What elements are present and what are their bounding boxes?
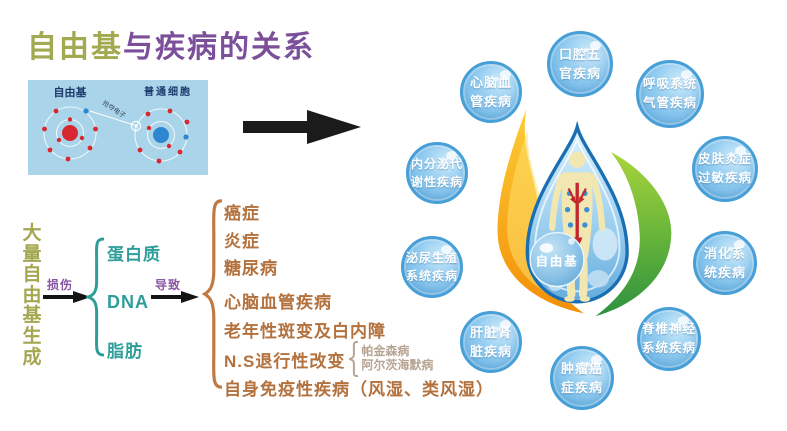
bubble-tumor-cancer: 肿瘤癌 症疾病 [550, 346, 614, 410]
normal-cell-atom [130, 108, 190, 164]
bubble-line: 过敏疾病 [697, 171, 752, 185]
electrons-red [42, 108, 98, 162]
title-free-radical: 自由基 [27, 31, 123, 64]
vertical-char: 量 [22, 243, 42, 265]
bubble-line: 官疾病 [558, 66, 601, 81]
target-protein: 蛋白质 [107, 245, 161, 264]
bubble-line: 肿瘤癌 [560, 360, 603, 376]
electron-transfer-line [89, 110, 135, 126]
bubble-respiratory: 呼吸系统 气管疾病 [636, 60, 704, 128]
vertical-char: 由 [22, 284, 42, 306]
big-right-arrow [243, 110, 361, 144]
bubble-oral: 口腔五 官疾病 [547, 31, 613, 97]
targets-brace [86, 236, 104, 358]
disease-cardio-cerebrovascular: 心脑血管疾病 [224, 293, 332, 312]
damage-label: 损伤 [47, 278, 74, 292]
bubble-line: 脏疾病 [469, 344, 512, 359]
free-radical-label: 自由基 [54, 85, 88, 99]
disease-macular-cataract: 老年性斑变及白内障 [224, 322, 386, 341]
bubble-line: 泌尿生殖 [405, 251, 458, 265]
drop-flame-leaf-graphic: 自由基 [497, 108, 672, 317]
disease-autoimmune: 自身免疫性疾病（风湿、类风湿） [224, 380, 494, 399]
bubble-line: 肝脏肾 [469, 324, 512, 340]
free-radical-atom [42, 106, 98, 162]
blue-nucleus [153, 127, 169, 143]
bubble-highlight [585, 355, 603, 367]
grabbed-electron-marker [130, 120, 142, 132]
bubble-line: 谢性疾病 [410, 175, 463, 189]
diseases-brace [202, 196, 222, 392]
bubble-endocrine: 内分泌代 谢性疾病 [406, 142, 468, 204]
bubble-line: 系统疾病 [405, 269, 458, 283]
disease-inflammation: 炎症 [224, 232, 260, 251]
cause-arrow [151, 291, 199, 303]
vertical-char: 自 [22, 264, 42, 286]
cause-label: 导致 [155, 278, 182, 292]
bubble-digestive: 消化系 统疾病 [693, 231, 757, 295]
page-title: 自由基与疾病的关系 [27, 22, 315, 66]
vertical-char: 成 [22, 346, 42, 368]
bubble-highlight [439, 151, 457, 163]
bubble-highlight [728, 240, 746, 252]
bubble-line: 内分泌代 [410, 157, 463, 171]
bubble-highlight [674, 69, 692, 81]
normal-cell-label: 普通细胞 [144, 85, 192, 98]
bubble-highlight [729, 145, 746, 157]
bubble-line: 系统疾病 [641, 341, 696, 355]
damage-arrow [43, 291, 91, 303]
disease-alzheimer: 阿尔茨海默病 [361, 358, 434, 372]
bubble-line: 皮肤炎症 [697, 152, 752, 167]
bubble-line: 呼吸系统 [642, 77, 697, 92]
ns-sub-brace [348, 341, 358, 377]
source-vertical-text: 大量自由基生成 [20, 223, 44, 368]
bubble-line: 脊椎神经 [641, 322, 696, 337]
bubble-line: 症疾病 [560, 380, 603, 395]
bubble-spine-nerve: 脊椎神经 系统疾病 [637, 307, 701, 371]
disease-parkinson: 帕金森病 [361, 344, 410, 359]
title-disease-relation: 与疾病的关系 [123, 31, 315, 64]
bubble-highlight [493, 320, 511, 332]
free-radical-bubble: 自由基 [529, 231, 585, 288]
drop-inner-ring [533, 134, 621, 293]
bubble-liver-kidney: 肝脏肾 脏疾病 [460, 311, 522, 373]
target-dna: DNA [107, 292, 149, 312]
bubble-line: 气管疾病 [642, 96, 697, 110]
bubble-cardiovascular: 心脑血 管疾病 [460, 61, 522, 123]
free-radical-bubble-label: 自由基 [535, 253, 578, 268]
vertical-char: 生 [22, 325, 42, 347]
bubble-line: 消化系 [703, 245, 746, 261]
leaf-shape [595, 152, 672, 317]
bubble-highlight [584, 40, 601, 52]
disease-diabetes: 糖尿病 [224, 259, 278, 278]
bubble-urogenital: 泌尿生殖 系统疾病 [401, 236, 463, 298]
electrons-red [137, 108, 190, 164]
ns-sub-list: 帕金森病 阿尔茨海默病 [361, 344, 434, 373]
target-fat: 脂肪 [107, 342, 143, 361]
disease-ns-degeneration: N.S退行性改变 [224, 351, 346, 371]
bubble-highlight [434, 245, 452, 257]
atom-comparison-panel: 自由基 普通细胞 抢夺电子 [28, 80, 208, 175]
bubble-line: 管疾病 [469, 94, 512, 109]
electron-blue [83, 108, 89, 114]
bubble-highlight [493, 70, 511, 82]
bubble-line: 心脑血 [469, 74, 512, 90]
vertical-char: 基 [22, 305, 42, 327]
bubble-line: 统疾病 [703, 265, 746, 280]
disease-ns-degeneration-row: N.S退行性改变 帕金森病 阿尔茨海默病 [224, 341, 433, 377]
bubble-skin-allergy: 皮肤炎症 过敏疾病 [692, 136, 758, 202]
bubble-highlight [672, 316, 690, 328]
bubble-line: 口腔五 [558, 46, 601, 62]
vertical-char: 大 [22, 223, 42, 244]
disease-cancer: 癌症 [224, 204, 260, 223]
red-nucleus [62, 125, 78, 141]
electron-blue [183, 134, 189, 140]
